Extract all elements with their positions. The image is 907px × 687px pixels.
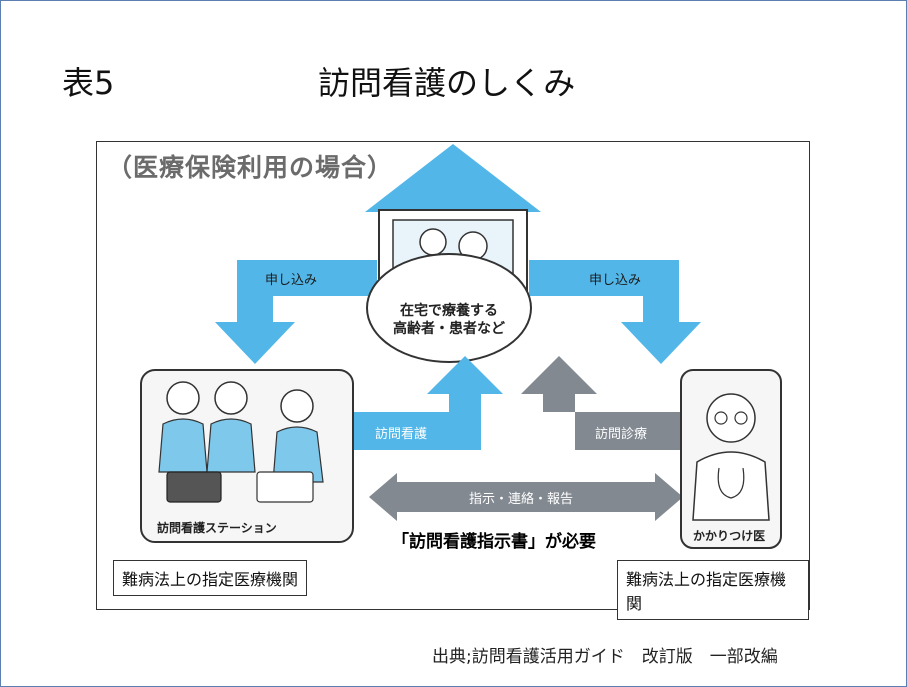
nurse-body bbox=[206, 418, 256, 473]
visit-nursing-label: 訪問看護 bbox=[375, 427, 428, 442]
doctor-label: かかりつけ医 bbox=[693, 529, 766, 543]
doctor-coat bbox=[692, 451, 770, 521]
apply-left-label: 申し込み bbox=[265, 273, 318, 288]
apply-arrow-right bbox=[529, 260, 701, 364]
page-title: 訪問看護のしくみ bbox=[318, 64, 576, 102]
nurse-icon bbox=[280, 389, 314, 423]
nurse-body bbox=[158, 418, 208, 473]
home-label-line2: 高齢者・患者など bbox=[393, 321, 505, 337]
agency-box-left: 難病法上の指定医療機関 bbox=[113, 560, 308, 596]
glasses-icon bbox=[714, 411, 728, 425]
figure-box: （医療保険利用の場合） 申し込み 申し込み 在宅で療養する 高齢者・患者など 訪… bbox=[96, 141, 810, 620]
bag-icon bbox=[166, 471, 222, 503]
source-note: 出典;訪問看護活用ガイド 改訂版 一部改編 bbox=[432, 647, 778, 667]
home-label-line1: 在宅で療養する bbox=[400, 303, 498, 319]
house-roof bbox=[365, 144, 541, 212]
visit-care-arrow bbox=[521, 356, 681, 450]
figure-subtitle: （医療保険利用の場合） bbox=[107, 153, 394, 182]
required-note: 「訪問看護指示書」が必要 bbox=[392, 532, 596, 552]
home-ellipse bbox=[366, 253, 532, 363]
communication-label: 指示・連絡・報告 bbox=[469, 492, 574, 507]
agency-box-right: 難病法上の指定医療機関 bbox=[617, 560, 809, 620]
nurse-icon bbox=[166, 381, 200, 415]
papers-icon bbox=[256, 471, 314, 503]
visit-nursing-arrow bbox=[353, 356, 503, 450]
doctor-icon bbox=[706, 393, 756, 443]
nurse-icon bbox=[214, 381, 248, 415]
apply-right-label: 申し込み bbox=[589, 273, 642, 288]
title-label: 表5 bbox=[62, 64, 115, 102]
visit-care-label: 訪問診療 bbox=[595, 427, 648, 442]
apply-arrow-left bbox=[215, 260, 377, 364]
stethoscope-icon bbox=[717, 467, 745, 499]
communication-arrow bbox=[369, 473, 683, 521]
home-label: 在宅で療養する 高齢者・患者など bbox=[379, 302, 519, 338]
person-icon bbox=[419, 228, 447, 256]
station-label: 訪問看護ステーション bbox=[157, 521, 277, 535]
glasses-icon bbox=[734, 411, 748, 425]
nurse-body bbox=[272, 426, 324, 483]
diagram-graphics bbox=[140, 144, 782, 549]
